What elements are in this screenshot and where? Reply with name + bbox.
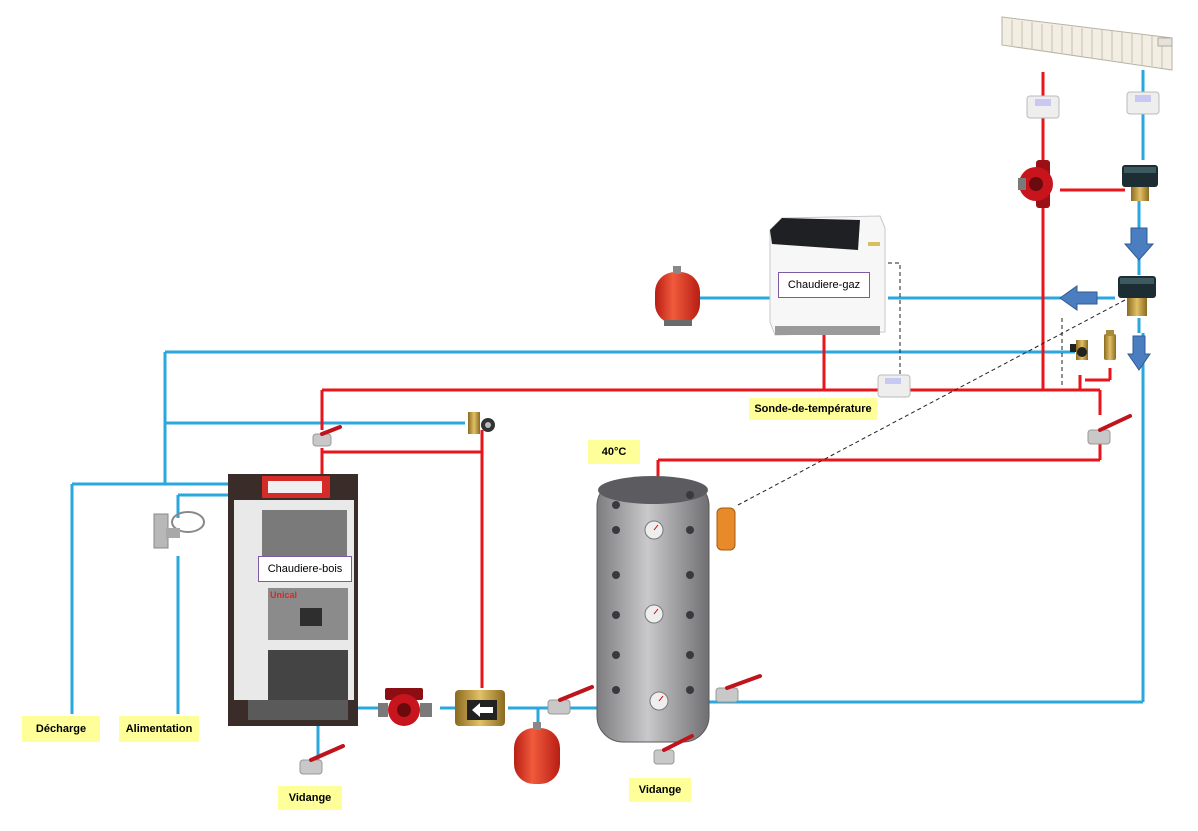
drain-tank-label: Vidange bbox=[629, 778, 691, 802]
temperature-sensor-icon bbox=[877, 374, 911, 398]
discharge-label: Décharge bbox=[22, 716, 100, 742]
thermometer-icon bbox=[649, 691, 669, 711]
wood-boiler-label: Chaudiere-bois bbox=[258, 556, 352, 582]
ball-valve-icon bbox=[653, 734, 694, 765]
control-lines bbox=[737, 262, 1126, 506]
safety-valve-icon bbox=[1070, 340, 1088, 360]
flow-arrow-icon bbox=[1123, 227, 1155, 261]
ball-valve-icon bbox=[312, 425, 342, 447]
temperature-sensor-icon bbox=[716, 507, 736, 551]
radiator-icon bbox=[1001, 16, 1173, 71]
safety-valve-icon bbox=[468, 412, 495, 434]
flow-arrow-icon bbox=[1059, 285, 1098, 311]
supply-label: Alimentation bbox=[119, 716, 199, 742]
hot-pipes bbox=[320, 72, 1125, 688]
air-vent-icon bbox=[1104, 330, 1116, 360]
drain-boiler-label: Vidange bbox=[278, 786, 342, 810]
circulator-pump-icon bbox=[378, 688, 432, 726]
motorized-valve-icon bbox=[1118, 276, 1156, 316]
tank-temperature-label: 40°C bbox=[588, 440, 640, 464]
thermometer-icon bbox=[644, 520, 664, 540]
circulator-pump-icon bbox=[1018, 160, 1053, 208]
thermostatic-valve-icon bbox=[1026, 95, 1060, 119]
gas-boiler-label: Chaudiere-gaz bbox=[778, 272, 870, 298]
expansion-vessel-icon bbox=[655, 266, 700, 326]
thermometer-icon bbox=[644, 604, 664, 624]
wood-brand-label: Unical bbox=[270, 590, 298, 600]
motorized-valve-icon bbox=[1122, 165, 1158, 201]
temperature-sensor-label: Sonde-de-température bbox=[749, 398, 877, 420]
ball-valve-icon bbox=[1087, 414, 1132, 445]
thermostatic-valve-icon bbox=[153, 511, 205, 549]
expansion-vessel-icon bbox=[514, 722, 560, 784]
ball-valve-icon bbox=[715, 674, 762, 703]
three-way-valve-icon bbox=[455, 690, 505, 726]
ball-valve-icon bbox=[547, 685, 594, 715]
ball-valve-icon bbox=[299, 744, 345, 775]
thermostatic-valve-icon bbox=[1126, 91, 1160, 115]
flow-arrow-icon bbox=[1127, 335, 1151, 371]
wood-boiler bbox=[228, 474, 358, 726]
